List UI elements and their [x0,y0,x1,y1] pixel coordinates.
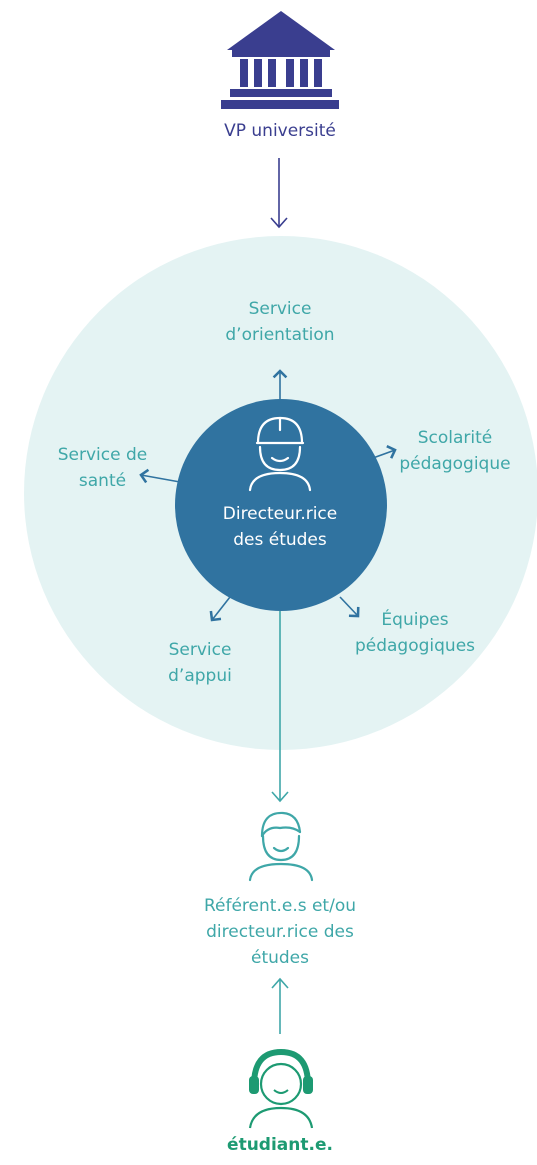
student-headphones-icon [248,1048,314,1129]
arrow-to-equipes [339,596,360,618]
service-appui-label: Service d’appui [168,640,232,686]
service-sante-label: Service de santé [57,445,148,491]
director-label: Directeur.rice des études [222,504,338,550]
referent-person-icon [248,811,314,882]
director-circle [175,399,387,611]
service-orientation-label: Service d’orientation [225,299,335,345]
student-label: étudiant.e. [227,1135,333,1155]
scolarite-label: Scolarité pédagogique [399,428,511,474]
director-person-icon [248,416,312,492]
arrow-vp-to-director [270,158,288,229]
referent-label: Référent.e.s et/ou directeur.rice des ét… [203,896,357,968]
arrow-director-to-referent [271,611,289,803]
arrow-to-scolarite [372,445,397,459]
arrow-to-sante [139,468,181,484]
university-building-icon [221,11,339,109]
arrow-student-to-referent [271,977,289,1034]
arrow-to-appui [209,596,231,622]
vp-label: VP université [224,121,336,141]
equipes-label: Équipes pédagogiques [354,610,476,656]
